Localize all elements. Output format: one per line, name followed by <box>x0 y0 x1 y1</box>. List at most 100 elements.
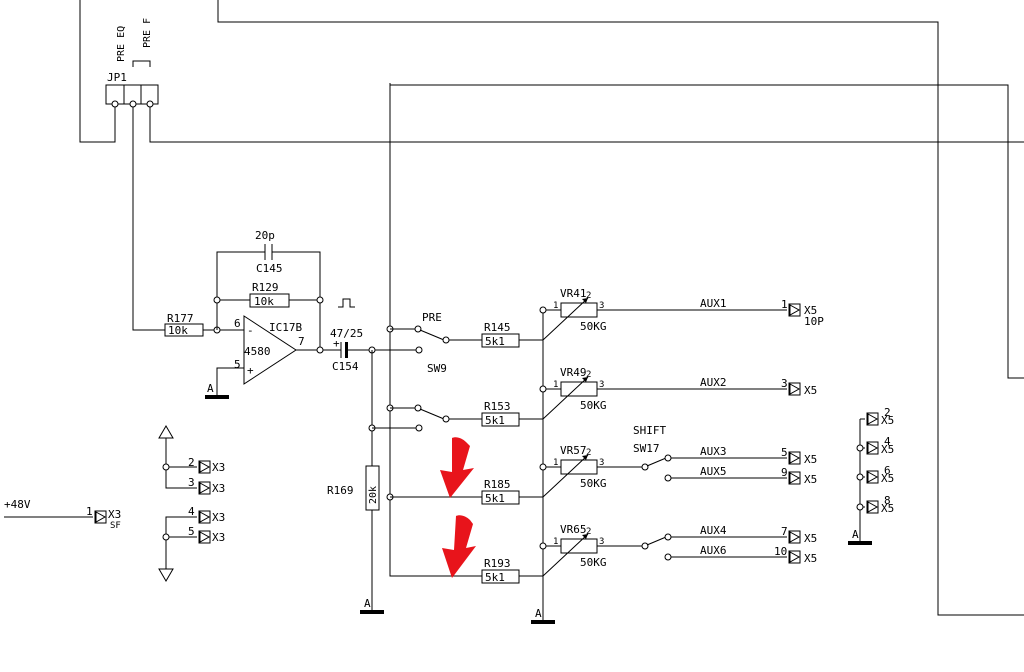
vr65-name: VR65 <box>560 523 587 536</box>
vr49-pin1-dot <box>539 385 547 393</box>
x3-pin2-connector <box>198 460 211 474</box>
c154-value: 47/25 <box>330 327 363 340</box>
jp1-pin-1 <box>111 100 119 108</box>
annotation-arrow-r193 <box>442 515 476 578</box>
x3-lower-wire <box>165 516 197 569</box>
aux4-net-label: AUX4 <box>700 524 727 537</box>
x3-pin4-name: X3 <box>212 511 225 524</box>
jp1-bridge <box>132 60 151 67</box>
vr57-pot <box>560 459 598 475</box>
r177-name: R177 <box>167 312 194 325</box>
aux5-net-label: AUX5 <box>700 465 727 478</box>
x3-pin3: 3 <box>188 476 195 489</box>
jp1-option-eq: PRE EQ <box>116 26 127 62</box>
x5-gnd-pin8-name: X5 <box>881 502 894 515</box>
x5-gnd-pin2: 2 <box>884 406 891 419</box>
x5-aux6-connector <box>788 550 801 564</box>
x5-gnd-pin8-connector <box>866 500 879 514</box>
sw17a-throw-2 <box>664 474 672 482</box>
r185-name: R185 <box>484 478 511 491</box>
jumper-right-line <box>149 104 1024 143</box>
r153-name: R153 <box>484 400 511 413</box>
r193-value: 5k1 <box>485 571 505 584</box>
r169-value: 20k <box>368 486 379 504</box>
vr41-pin1: 1 <box>553 301 558 311</box>
vr65-wiper <box>519 533 589 577</box>
vr49-wiper <box>519 376 589 420</box>
ground-r169 <box>360 610 384 614</box>
sw9-throw <box>442 336 450 344</box>
x5-aux3-name: X5 <box>804 453 817 466</box>
vr65-pin2: 2 <box>586 527 591 537</box>
r145-name: R145 <box>484 321 511 334</box>
c154-polarity: + <box>333 337 340 350</box>
ground-pots <box>531 620 555 624</box>
ground-r169-label: A <box>364 597 371 610</box>
r153-value: 5k1 <box>485 414 505 427</box>
jp1-pin-2 <box>129 100 137 108</box>
jp1-label: JP1 <box>107 71 127 84</box>
x5-ground-junction-2 <box>856 473 864 481</box>
vr57-value: 50KG <box>580 477 607 490</box>
x5-aux1-extra: 10P <box>804 315 824 328</box>
opamp-name: IC17B <box>269 321 302 334</box>
r129-resistor <box>249 293 290 308</box>
x5-gnd-pin2-name: X5 <box>881 414 894 427</box>
ground-x5 <box>848 541 872 545</box>
x5-gnd-pin4-name: X5 <box>881 443 894 456</box>
vr65-pin1-dot <box>539 542 547 550</box>
vr65-pin1: 1 <box>553 537 558 547</box>
vr57-pin2: 2 <box>586 448 591 458</box>
x3-lower-junction <box>162 533 170 541</box>
x5-aux5-connector <box>788 471 801 485</box>
x3-pin2-name: X3 <box>212 461 225 474</box>
vr41-wiper <box>519 297 589 341</box>
c145-name: C145 <box>256 262 283 275</box>
x3-sf-name: X3 <box>108 508 121 521</box>
x5-gnd-pin2-connector <box>866 412 879 426</box>
vr57-pin1: 1 <box>553 458 558 468</box>
c154-plate-2 <box>345 342 348 358</box>
vr41-pin2: 2 <box>586 291 591 301</box>
sw17a-common <box>641 463 649 471</box>
opamp-pin-noninv: 5 <box>234 358 241 371</box>
vr65-pot <box>560 538 598 554</box>
aux1-net-label: AUX1 <box>700 297 727 310</box>
jumper-left-line <box>79 0 116 143</box>
x5-aux3-pin: 5 <box>781 446 788 459</box>
sw17a-throw-1 <box>664 454 672 462</box>
jp1-to-r177-wire <box>132 107 165 331</box>
x3-pin3-name: X3 <box>212 482 225 495</box>
x3-pin4-connector <box>198 510 211 524</box>
vr41-name: VR41 <box>560 287 587 300</box>
x3-sf-extra: SF <box>110 521 121 531</box>
x5-aux4-name: X5 <box>804 532 817 545</box>
x5-gnd-pin6-connector <box>866 470 879 484</box>
x3-pin2: 2 <box>188 456 195 469</box>
r145-value: 5k1 <box>485 335 505 348</box>
x3-pin5-name: X3 <box>212 531 225 544</box>
x5-aux2-name: X5 <box>804 384 817 397</box>
r169-name: R169 <box>327 484 354 497</box>
sw17b-throw-2 <box>664 553 672 561</box>
supply-48v-label: +48V <box>4 498 31 511</box>
opamp-ic17b <box>243 315 297 385</box>
aux6-net-label: AUX6 <box>700 544 727 557</box>
vr57-wiper-arrow <box>582 455 588 460</box>
vr65-value: 50KG <box>580 556 607 569</box>
vr41-value: 50KG <box>580 320 607 333</box>
x5-gnd-pin4: 4 <box>884 435 891 448</box>
x3-sf-pin: 1 <box>86 505 93 518</box>
x3-sf-connector <box>94 510 107 524</box>
vr41-wiper-arrow <box>582 298 588 303</box>
opamp-type: 4580 <box>244 345 271 358</box>
r185-value: 5k1 <box>485 492 505 505</box>
x5-aux5-pin: 9 <box>781 466 788 479</box>
feedback-cap-wire <box>216 251 321 350</box>
junction-r129-right <box>316 296 324 304</box>
junction-r129-left <box>213 296 221 304</box>
x5-aux1-pin: 1 <box>781 298 788 311</box>
opamp-pin-out: 7 <box>298 335 305 348</box>
x5-ground-junction-1 <box>856 444 864 452</box>
